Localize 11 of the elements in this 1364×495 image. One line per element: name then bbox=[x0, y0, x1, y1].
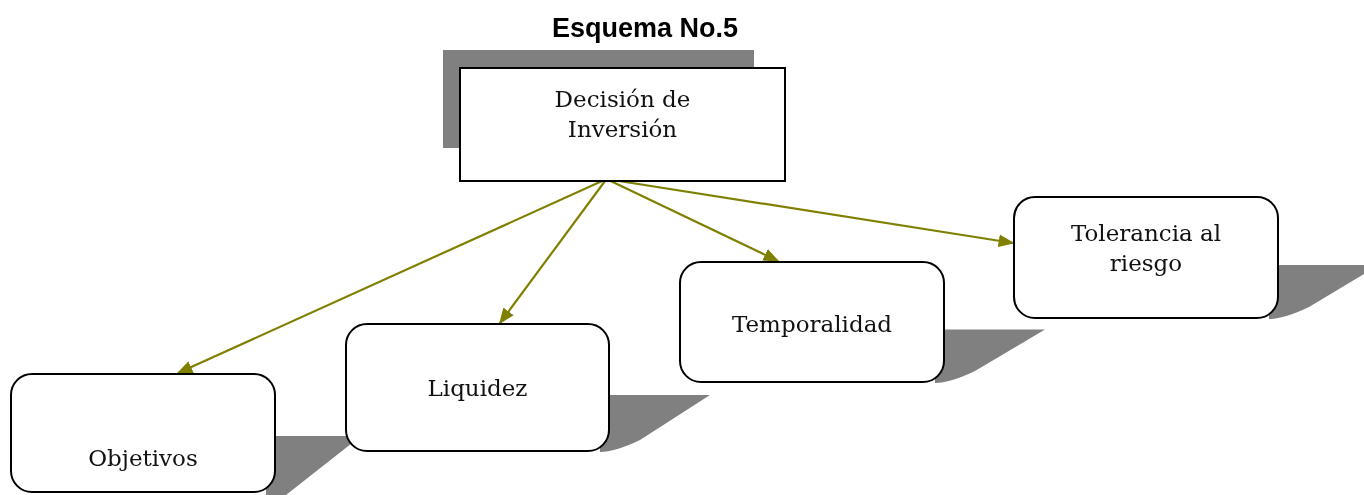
diagram-title: Esquema No.5 bbox=[552, 13, 739, 44]
node-label: Objetivos bbox=[87, 444, 199, 473]
node-label: Decisión de Inversión bbox=[553, 85, 692, 144]
node-label: Tolerancia al riesgo bbox=[1069, 219, 1223, 278]
rounded-box bbox=[679, 261, 945, 383]
rounded-box bbox=[1013, 196, 1279, 319]
process-box bbox=[459, 67, 786, 182]
node-label: Temporalidad bbox=[730, 310, 894, 339]
rounded-box bbox=[345, 323, 610, 452]
rounded-box bbox=[10, 373, 276, 493]
node-label: Liquidez bbox=[426, 374, 529, 403]
